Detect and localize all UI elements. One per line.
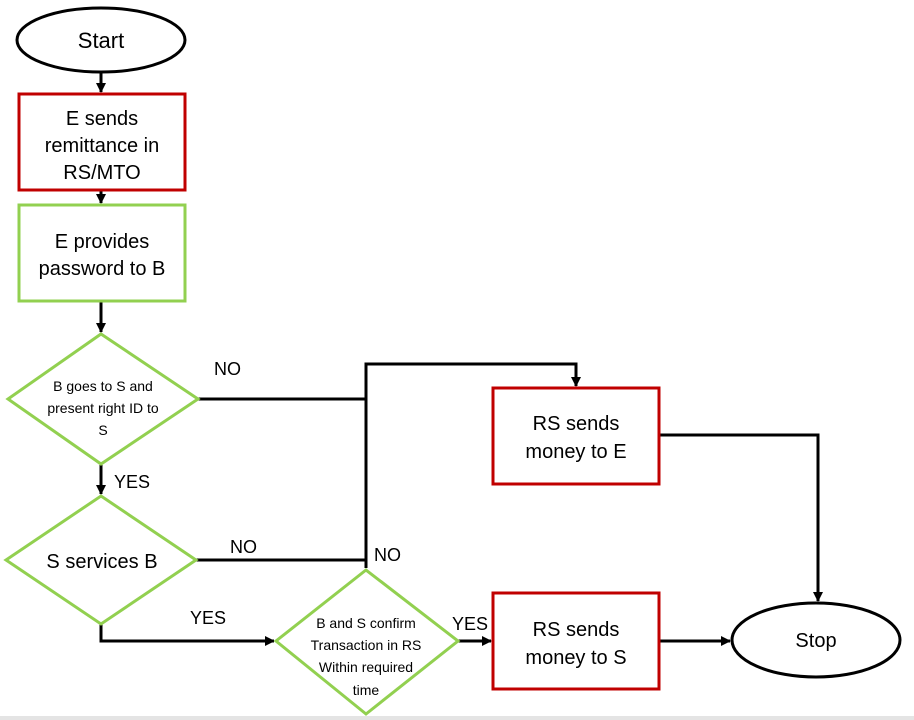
services-label: S services B bbox=[46, 551, 157, 573]
rs-sends-s-line-1: RS sends bbox=[533, 619, 620, 641]
sends-remittance-line-2: remittance in bbox=[45, 135, 160, 157]
rs-sends-s-box: RS sends money to S bbox=[491, 591, 661, 691]
rs-sends-e-box: RS sends money to E bbox=[491, 386, 661, 486]
confirm-diamond bbox=[273, 568, 461, 716]
provides-password-line-1: E provides bbox=[55, 231, 150, 253]
confirm-line-3: Within required bbox=[319, 659, 413, 675]
edge-label-yes-confirm: YES bbox=[452, 614, 488, 634]
confirm-line-1: B and S confirm bbox=[316, 615, 416, 631]
present-id-decision: B goes to S and present right ID to S bbox=[5, 332, 201, 466]
sends-remittance-box: E sends remittance in RS/MTO bbox=[17, 92, 187, 192]
rs-sends-e-rect bbox=[491, 386, 661, 486]
provides-password-rect bbox=[17, 203, 187, 303]
provides-password-line-2: password to B bbox=[39, 258, 166, 280]
present-id-diamond bbox=[5, 332, 201, 466]
present-id-line-2: present right ID to bbox=[47, 400, 158, 416]
present-id-line-3: S bbox=[98, 422, 107, 438]
edge-label-yes-present-id: YES bbox=[114, 472, 150, 492]
edge-rs-sends-e-to-stop bbox=[660, 433, 823, 602]
edge-label-yes-services: YES bbox=[190, 608, 226, 628]
start-terminal: Start bbox=[15, 6, 187, 74]
edge-label-no-present-id: NO bbox=[214, 359, 241, 379]
edge-services-yes bbox=[99, 624, 275, 646]
services-decision: S services B bbox=[3, 494, 199, 626]
services-diamond bbox=[3, 494, 199, 626]
sends-remittance-rect bbox=[17, 92, 187, 192]
provides-password-box: E provides password to B bbox=[17, 203, 187, 303]
connectors bbox=[96, 72, 823, 646]
rs-sends-e-line-1: RS sends bbox=[533, 413, 620, 435]
rs-sends-s-rect bbox=[491, 591, 661, 691]
rs-sends-s-line-2: money to S bbox=[525, 647, 626, 669]
edge-label-no-services: NO bbox=[230, 537, 257, 557]
sends-remittance-line-1: E sends bbox=[66, 108, 138, 130]
stop-terminal: Stop bbox=[730, 601, 902, 679]
stop-oval bbox=[730, 601, 902, 679]
edge-label-no-confirm: NO bbox=[374, 545, 401, 565]
confirm-decision: B and S confirm Transaction in RS Within… bbox=[273, 568, 461, 716]
rs-sends-e-line-2: money to E bbox=[525, 441, 626, 463]
bottom-rule bbox=[0, 716, 914, 720]
edge-no-trunk-to-rs-sends-e bbox=[364, 362, 581, 568]
stop-label: Stop bbox=[795, 630, 836, 652]
start-oval bbox=[15, 6, 187, 74]
confirm-line-2: Transaction in RS bbox=[311, 637, 422, 653]
present-id-line-1: B goes to S and bbox=[53, 378, 153, 394]
confirm-line-4: time bbox=[353, 682, 380, 698]
start-label: Start bbox=[78, 28, 124, 53]
sends-remittance-line-3: RS/MTO bbox=[63, 162, 140, 184]
